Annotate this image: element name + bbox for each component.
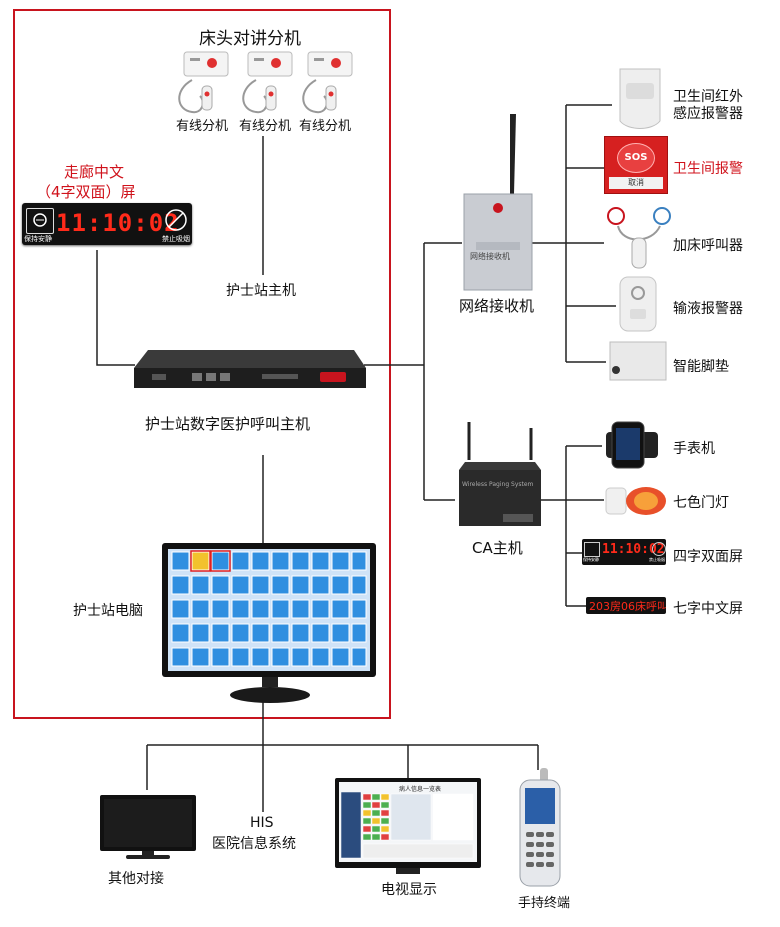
wired-extension-device (236, 50, 296, 122)
nurse-host-label: 护士站主机 (226, 283, 296, 299)
seven-char-screen-device: 203房06床呼叫 (586, 597, 666, 614)
receiver-box-text: 网络接收机 (470, 252, 510, 261)
other-integration-tv (98, 793, 198, 867)
no-smoking-icon (652, 542, 666, 556)
ca-device-label: 四字双面屏 (673, 549, 743, 565)
digital-call-host-label: 护士站数字医护呼叫主机 (145, 415, 311, 433)
door-light-device (604, 484, 668, 522)
right-device-label: 卫生间红外 (673, 89, 743, 105)
tv-display-screen: 病人信息一览表 (339, 782, 477, 862)
bedside-intercom-title: 床头对讲分机 (199, 29, 301, 49)
bed-grid-screen (168, 549, 370, 671)
four-char-screen-device: 保持安静 11:10:02 禁止吸烟 (582, 539, 666, 565)
corridor-screen-title-line2: （4字双面）屏 (36, 183, 136, 201)
ca-device-label: 七色门灯 (673, 495, 729, 511)
monitor-stand (226, 677, 316, 709)
corridor-time-display: 11:10:02 (56, 209, 180, 237)
sos-button: SOS (617, 143, 655, 173)
tv-display-title: 病人信息一览表 (399, 786, 442, 793)
infusion-alarm-device (616, 275, 660, 339)
wired-extension-label: 有线分机 (176, 119, 229, 134)
his-label-line1: HIS (250, 815, 274, 831)
extra-bed-caller-device (602, 204, 676, 278)
ca-host-box-text: Wireless Paging System (462, 481, 534, 488)
infrared-sensor-device (612, 65, 664, 137)
wired-extension-label: 有线分机 (299, 119, 352, 134)
right-device-label: 智能脚垫 (673, 359, 729, 375)
tv-display-device: 病人信息一览表 (335, 778, 481, 868)
seven-char-scroll-text: 203房06床呼叫 (589, 600, 666, 613)
no-smoking-icon (164, 208, 188, 232)
smart-foot-mat-device (606, 340, 668, 388)
right-device-label: 感应报警器 (673, 106, 743, 122)
nurse-pc-monitor (162, 543, 376, 677)
tv-display-stand (396, 868, 420, 874)
quiet-icon (584, 542, 600, 557)
quiet-icon (26, 208, 54, 234)
wired-extension-label: 有线分机 (239, 119, 292, 134)
corridor-right-caption: 禁止吸烟 (162, 235, 190, 243)
digital-call-host-device (130, 348, 370, 400)
toilet-sos-alarm-device: SOS 取消 (604, 136, 668, 194)
ca-device-label: 七字中文屏 (673, 601, 743, 617)
tv-display-label: 电视显示 (381, 882, 437, 898)
right-device-label: 卫生间报警 (673, 161, 743, 177)
sos-cancel-strip: 取消 (609, 177, 663, 189)
handheld-terminal-device (516, 766, 564, 892)
four-char-right-caption: 禁止吸烟 (649, 557, 665, 562)
nursing-station-frame (13, 9, 391, 719)
four-char-left-caption: 保持安静 (583, 557, 599, 562)
right-device-label: 输液报警器 (673, 301, 743, 317)
corridor-screen-title-line1: 走廊中文 (64, 163, 125, 181)
ca-host-device (455, 420, 545, 536)
right-device-label: 加床呼叫器 (673, 238, 743, 254)
handheld-terminal-label: 手持终端 (518, 896, 571, 911)
wired-extension-device (172, 50, 232, 122)
network-receiver-label: 网络接收机 (459, 297, 535, 315)
network-receiver-device (460, 112, 536, 296)
his-label-line2: 医院信息系统 (212, 836, 296, 852)
corridor-left-caption: 保持安静 (24, 235, 52, 243)
wired-extension-device (296, 50, 356, 122)
four-char-time-display: 11:10:02 (602, 542, 665, 557)
watch-device (602, 418, 662, 478)
nurse-pc-label: 护士站电脑 (73, 603, 143, 619)
corridor-led-screen: 保持安静 11:10:02 禁止吸烟 (22, 203, 192, 245)
ca-host-label: CA主机 (472, 539, 523, 557)
ca-device-label: 手表机 (673, 441, 715, 457)
other-integration-label: 其他对接 (108, 871, 164, 887)
